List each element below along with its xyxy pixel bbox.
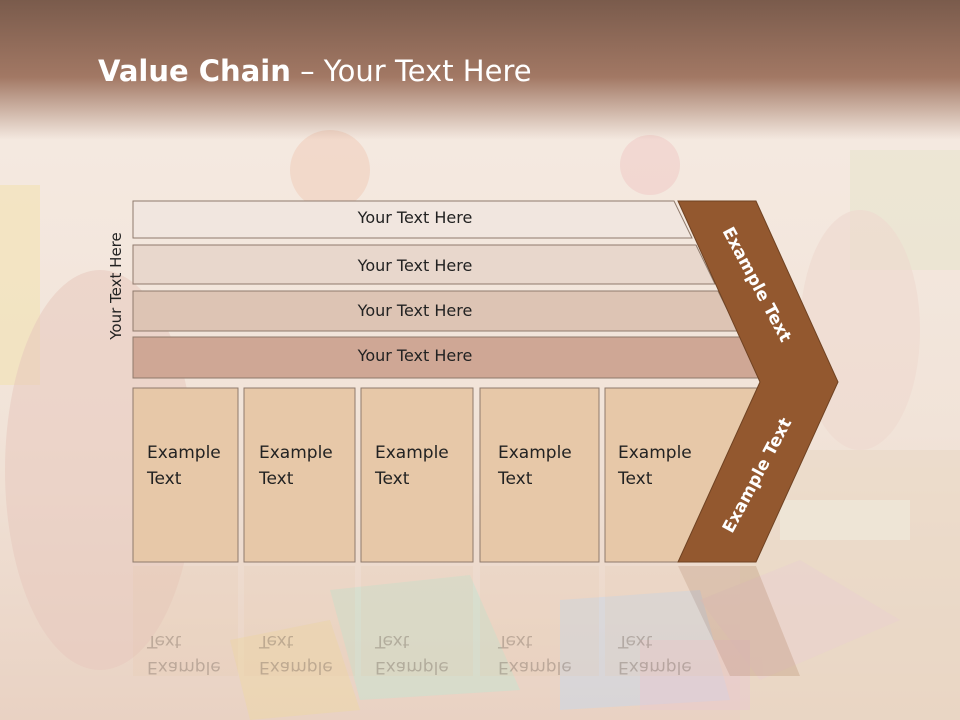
box-3-line1: Example (375, 443, 449, 463)
box-2-reflection-line2: Text (259, 631, 294, 651)
box-1-reflection-line1: Example (147, 657, 221, 677)
box-5-reflection: Example Text (618, 628, 692, 680)
row-2-shape (132, 244, 716, 285)
row-1-label: Your Text Here (357, 208, 473, 227)
box-5-reflection-line1: Example (618, 657, 692, 677)
box-2-shape (243, 387, 356, 563)
title-bar (0, 0, 960, 140)
row-4-label: Your Text Here (357, 346, 473, 365)
box-1-reflection: Example Text (147, 628, 221, 680)
box-1-text: Example Text (147, 440, 221, 492)
box-1-reflection-line2: Text (147, 631, 182, 651)
box-2-reflection-line1: Example (259, 657, 333, 677)
box-3-text: Example Text (375, 440, 449, 492)
box-3-line2: Text (375, 469, 410, 489)
row-1-shape (132, 200, 693, 239)
box-1-shape (132, 387, 239, 563)
box-2-line2: Text (259, 469, 294, 489)
box-3-reflection-line2: Text (375, 631, 410, 651)
slide-title: Value Chain – Your Text Here (98, 54, 532, 88)
box-4-line1: Example (498, 443, 572, 463)
box-5-line1: Example (618, 443, 692, 463)
box-4-reflection-line2: Text (498, 631, 533, 651)
box-1-line1: Example (147, 443, 221, 463)
box-1-line2: Text (147, 469, 182, 489)
box-4-reflection: Example Text (498, 628, 572, 680)
box-5-text: Example Text (618, 440, 692, 492)
box-2-line1: Example (259, 443, 333, 463)
box-4-text: Example Text (498, 440, 572, 492)
row-3-label: Your Text Here (357, 301, 473, 320)
box-5-line2: Text (618, 469, 653, 489)
box-2-reflection: Example Text (259, 628, 333, 680)
box-4-shape (479, 387, 600, 563)
arrow-chevron (677, 200, 839, 563)
box-4-line2: Text (498, 469, 533, 489)
reflection (133, 566, 800, 676)
box-3-reflection: Example Text (375, 628, 449, 680)
title-rest: – Your Text Here (290, 54, 532, 88)
row-2-label: Your Text Here (357, 256, 473, 275)
box-3-reflection-line1: Example (375, 657, 449, 677)
box-4-reflection-line1: Example (498, 657, 572, 677)
box-2-text: Example Text (259, 440, 333, 492)
title-bold: Value Chain (98, 54, 291, 88)
box-5-reflection-line2: Text (618, 631, 653, 651)
box-3-shape (360, 387, 474, 563)
